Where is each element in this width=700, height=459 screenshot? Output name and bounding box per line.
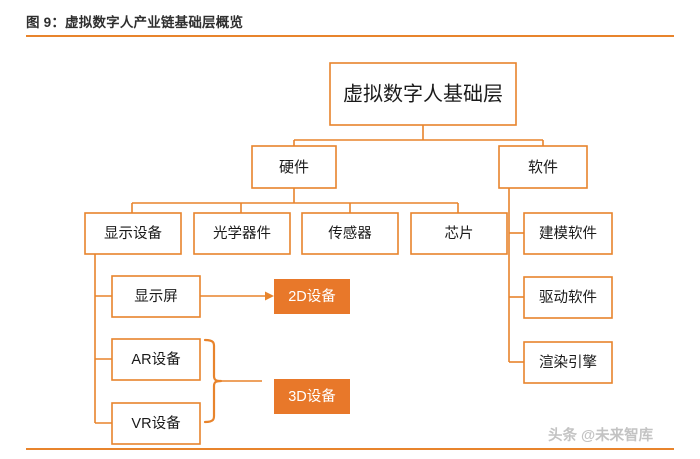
node-render-engine-box[interactable] [523,341,613,384]
node-hardware-label: 硬件 [279,159,309,176]
node-display-device-label: 显示设备 [104,225,162,242]
node-display-device[interactable]: 显示设备 [84,212,182,255]
figure-header: 图 9：虚拟数字人产业链基础层概览 [0,0,700,44]
node-optical-component-label: 光学器件 [213,225,271,242]
node-3d-device[interactable]: 3D设备 [274,379,350,414]
node-vr-device-box[interactable] [111,402,201,445]
node-vr-device-label: VR设备 [131,415,181,432]
node-screen-label: 显示屏 [134,289,178,305]
source-watermark: 头条 @未来智库 [548,428,654,444]
node-hardware[interactable]: 硬件 [251,145,337,189]
node-render-engine[interactable]: 渲染引擎 [523,341,613,384]
node-software-box[interactable] [498,145,588,189]
node-sensor[interactable]: 传感器 [301,212,399,255]
node-software-label: 软件 [528,159,558,176]
node-ar-device-label: AR设备 [131,351,181,368]
node-driver-software-box[interactable] [523,276,613,319]
node-optical-component-box[interactable] [193,212,291,255]
bottom-divider [26,448,674,450]
node-root[interactable]: 虚拟数字人基础层 [329,62,517,126]
connector-group [94,125,544,424]
node-3d-device-box[interactable] [274,379,350,414]
node-modeling-software-box[interactable] [523,212,613,255]
node-software[interactable]: 软件 [498,145,588,189]
node-root-box[interactable] [329,62,517,126]
node-screen[interactable]: 显示屏 [111,275,201,318]
node-render-engine-label: 渲染引擎 [539,354,597,371]
node-2d-device[interactable]: 2D设备 [274,279,350,314]
node-root-label: 虚拟数字人基础层 [343,82,503,105]
node-ar-device-box[interactable] [111,338,201,381]
brace-icon [203,338,223,424]
node-2d-device-label: 2D设备 [288,288,336,305]
title-divider [26,35,674,37]
node-hardware-box[interactable] [251,145,337,189]
node-driver-software[interactable]: 驱动软件 [523,276,613,319]
node-3d-device-label: 3D设备 [288,388,336,405]
node-driver-software-label: 驱动软件 [539,289,597,306]
node-chip-box[interactable] [410,212,508,255]
node-sensor-box[interactable] [301,212,399,255]
node-screen-box[interactable] [111,275,201,318]
node-display-device-box[interactable] [84,212,182,255]
node-optical-component[interactable]: 光学器件 [193,212,291,255]
figure-title: 图 9：虚拟数字人产业链基础层概览 [26,15,244,30]
node-chip[interactable]: 芯片 [410,212,508,255]
node-chip-label: 芯片 [445,225,474,242]
node-vr-device[interactable]: VR设备 [111,402,201,445]
node-modeling-software-label: 建模软件 [539,225,597,242]
node-modeling-software[interactable]: 建模软件 [523,212,613,255]
node-sensor-label: 传感器 [328,225,372,242]
arrowhead-icon [265,291,274,301]
node-2d-device-box[interactable] [274,279,350,314]
node-ar-device[interactable]: AR设备 [111,338,201,381]
